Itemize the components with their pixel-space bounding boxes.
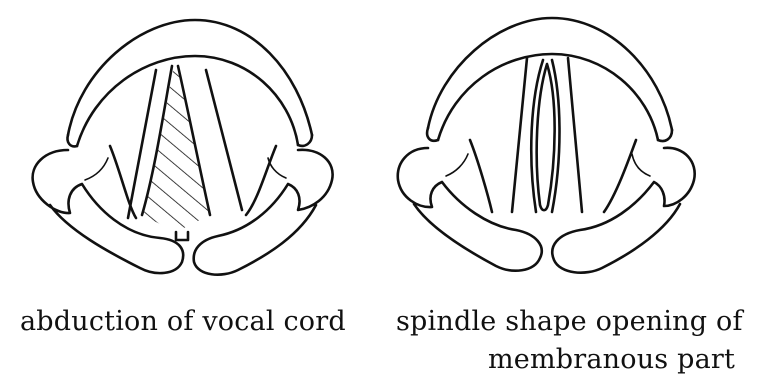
epiglottis-left-end [427,128,438,141]
aryepiglottic-fold-left [470,140,492,212]
interarytenoid-notch [176,232,188,240]
larynx-diagram-abduction [33,20,333,275]
larynx-diagram-spindle [398,18,695,273]
caption-spindle-line2: membranous part [488,344,735,375]
aryepiglottic-fold-left [110,146,136,218]
epiglottis-right-end [298,135,312,146]
aryepiglottic-fold-right [604,140,636,212]
arytenoid-right [552,148,694,273]
ventricular-fold-left [512,58,527,212]
left-fold-tick [85,158,108,180]
glottis-opening-spindle [537,64,555,210]
caption-spindle-line1: spindle shape opening of [396,306,743,337]
left-fold-tick [446,154,468,176]
epiglottis-right-end [658,130,672,141]
arytenoid-right [194,150,333,275]
ventricular-fold-right [206,70,242,210]
arytenoid-left [398,148,542,271]
right-fold-tick [632,154,650,176]
caption-abduction: abduction of vocal cord [20,306,346,337]
ventricular-fold-right [568,58,582,212]
epiglottis-left-end [67,135,77,146]
